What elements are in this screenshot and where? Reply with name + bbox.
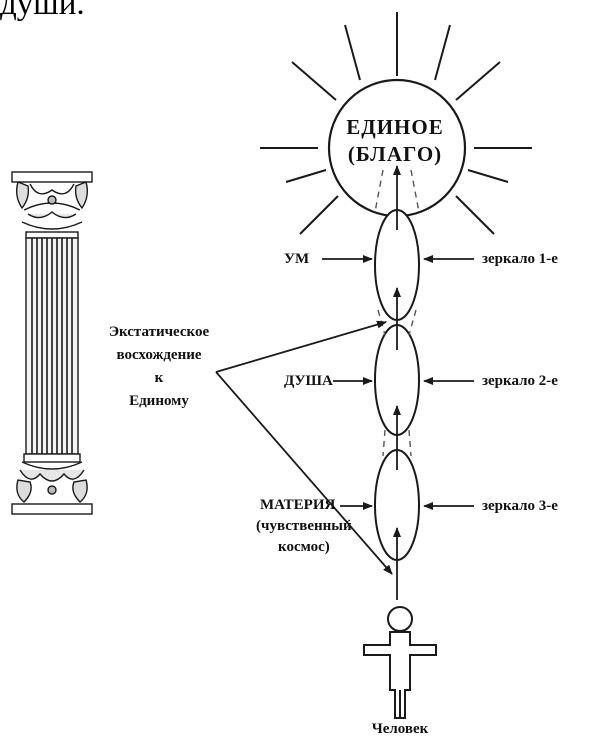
label-dusha: ДУША: [284, 373, 333, 389]
label-mirror-2: зеркало 2-е: [482, 373, 558, 389]
left-arrows: [322, 255, 373, 510]
column-icon: [11, 171, 93, 515]
one-line1: ЕДИНОЕ: [346, 115, 444, 139]
label-materia-sub2: космос): [278, 539, 330, 555]
label-mirror-1: зеркало 1-е: [482, 251, 558, 267]
right-arrows: [423, 255, 474, 510]
label-materia: МАТЕРИЯ: [260, 497, 336, 513]
label-human: Человек: [371, 721, 429, 737]
one-line2: (БЛАГО): [347, 142, 443, 166]
sun-rays: [260, 12, 532, 235]
heading-fragment: души.: [0, 0, 85, 22]
ascent-line2: восхождение: [116, 347, 202, 363]
label-um: УМ: [284, 251, 310, 267]
label-materia-sub1: (чувственный: [256, 518, 352, 534]
ascent-line1: Экстатическое: [108, 324, 210, 340]
human-figure-icon: [363, 606, 437, 719]
label-mirror-3: зеркало 3-е: [482, 498, 558, 514]
ecstatic-lines: [215, 320, 393, 575]
ascent-line3: к: [154, 370, 164, 386]
ascent-line4: Единому: [129, 393, 189, 409]
